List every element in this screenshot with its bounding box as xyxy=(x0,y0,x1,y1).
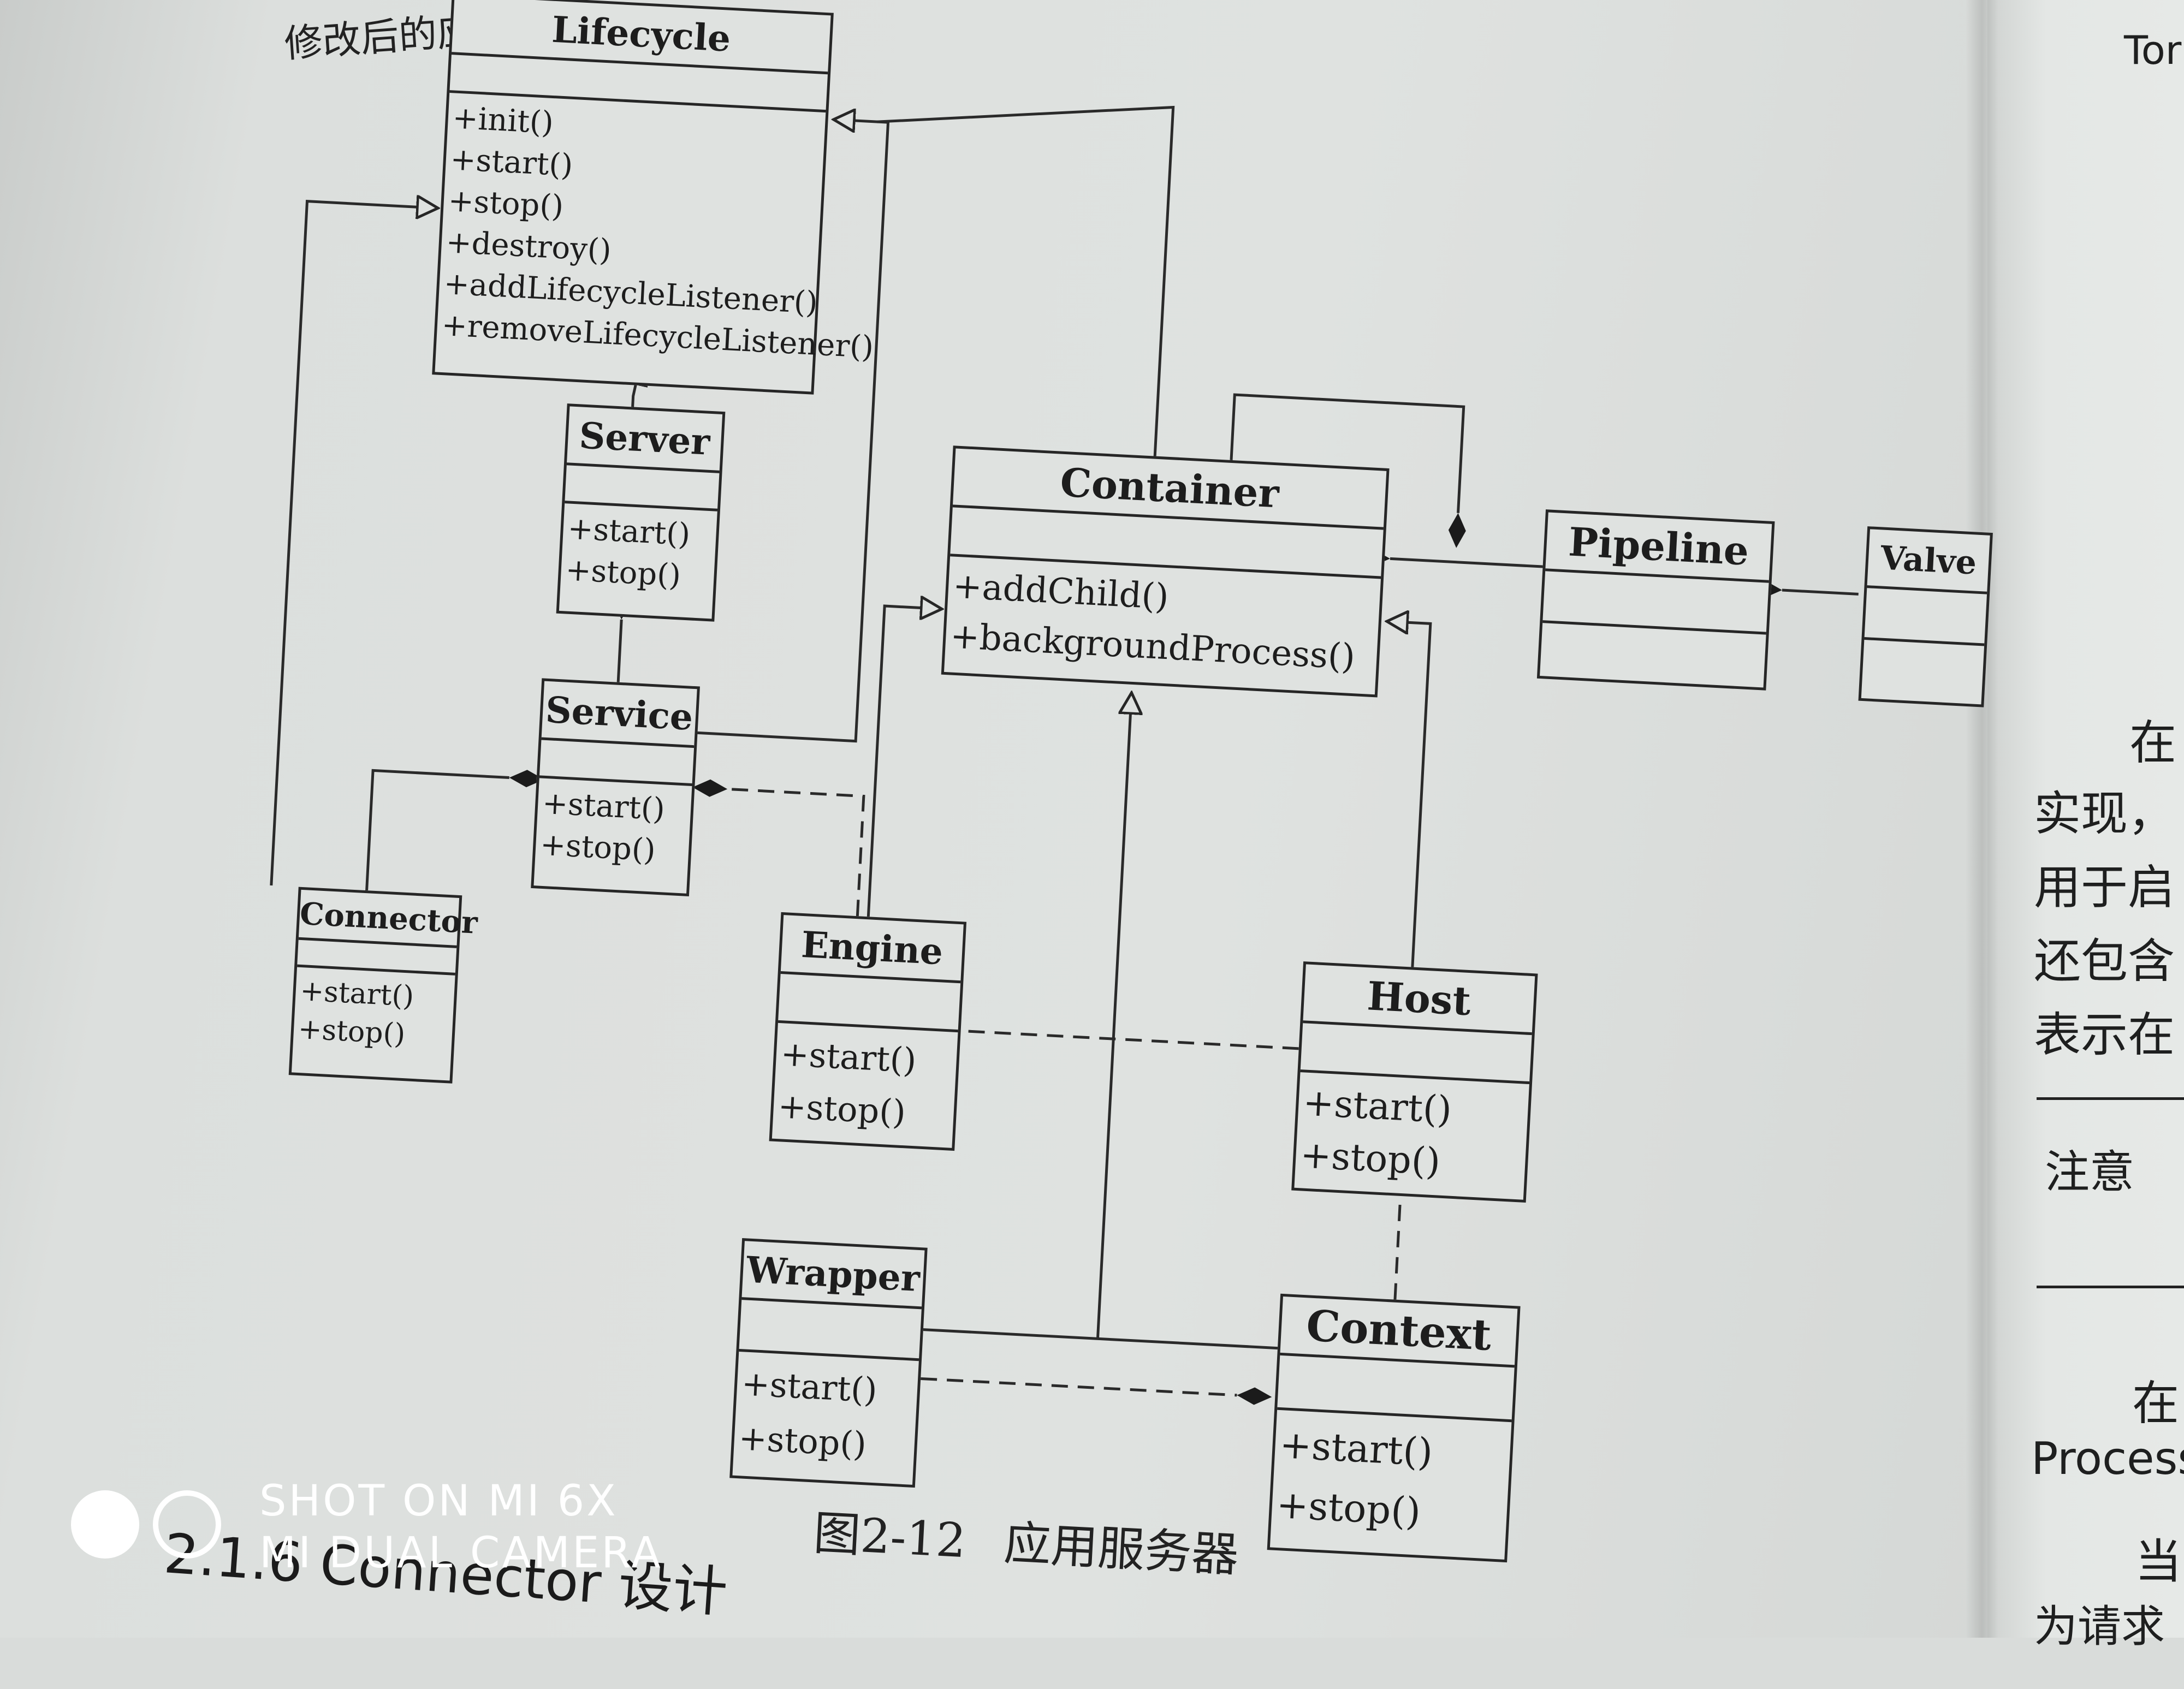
wrapper-context-solid xyxy=(923,1328,1278,1350)
class-operations: +addChild() +backgroundProcess() xyxy=(945,556,1381,683)
right-page-line: 当 xyxy=(2135,1535,2182,1589)
host-class: Host +start() +stop() xyxy=(1291,961,1538,1203)
right-page-line: 用于启 xyxy=(2034,860,2175,915)
class-operations: +start() +stop() xyxy=(733,1352,918,1474)
figure-number: 图2-12 xyxy=(812,1506,968,1569)
wrapper-to-container-line xyxy=(1096,693,1131,1339)
service-class: Service +start() +stop() xyxy=(531,678,700,897)
right-page-line: 在 xyxy=(2132,1376,2179,1431)
class-attributes xyxy=(739,1300,922,1361)
left-book-page xyxy=(0,0,1987,1638)
engine-class: Engine +start() +stop() xyxy=(769,912,967,1151)
book-gutter xyxy=(1966,0,1998,1638)
service-to-lifecycle-line xyxy=(695,114,890,743)
connector-service-composition xyxy=(365,769,544,891)
valve-class: Valve xyxy=(1858,526,1993,707)
class-name: Pipeline xyxy=(1545,512,1772,583)
lifecycle-class: Lifecycle +init() +start() +stop() +dest… xyxy=(432,0,875,395)
class-name: Wrapper xyxy=(741,1241,925,1310)
server-service-composition xyxy=(613,584,631,682)
class-operations: +start() +stop() xyxy=(293,967,455,1056)
class-attributes xyxy=(1542,571,1769,635)
operation: +start() xyxy=(780,1033,918,1081)
engine-host-dashed xyxy=(920,1021,1299,1050)
class-name: Server xyxy=(566,406,723,473)
right-page-line: 注意 xyxy=(2045,1146,2135,1198)
connector-to-lifecycle-line xyxy=(270,201,438,886)
class-name: Service xyxy=(541,681,697,748)
class-attributes xyxy=(1864,588,1987,646)
operation: +stop() xyxy=(777,1086,907,1133)
context-class: Context +start() +stop() xyxy=(1267,1293,1521,1563)
class-name: Connector xyxy=(298,889,478,948)
class-name: Valve xyxy=(1867,529,1990,594)
class-name: Engine xyxy=(780,915,964,984)
wrapper-class: Wrapper +start() +stop() xyxy=(729,1238,928,1488)
uml-class-diagram: Lifecycle +init() +start() +stop() +dest… xyxy=(270,0,1993,1563)
service-engine-dashed xyxy=(692,779,865,917)
class-operations: +start() +stop() xyxy=(1271,1410,1511,1547)
right-page-rule xyxy=(2037,1097,2184,1100)
class-operations: +start() +stop() xyxy=(772,1023,958,1141)
operation: +start() xyxy=(740,1363,879,1411)
operation: +stop() xyxy=(1299,1133,1442,1184)
pipeline-valve-composition xyxy=(1747,580,1859,598)
watermark-dot-icon xyxy=(71,1490,139,1559)
engine-to-container-line xyxy=(867,606,942,917)
watermark-ring-icon xyxy=(153,1490,221,1559)
right-page-line: Process xyxy=(2031,1433,2184,1485)
right-page-line: Tor xyxy=(2124,27,2182,73)
right-page-line: 表示在 xyxy=(2034,1008,2175,1062)
pipeline-class: Pipeline xyxy=(1536,509,1775,691)
watermark-line-2: MI DUAL CAMERA xyxy=(259,1529,663,1578)
operation: +stop() xyxy=(539,826,657,869)
class-operations: +start() +stop() xyxy=(1295,1072,1529,1193)
container-self-composition xyxy=(1230,393,1466,548)
container-pipeline-composition xyxy=(1355,549,1543,568)
server-class: Server +start() +stop() xyxy=(556,403,726,622)
operation: +stop() xyxy=(1275,1482,1422,1535)
right-page-line: 还包含 xyxy=(2034,934,2175,989)
operation: +stop() xyxy=(565,552,682,594)
host-context-dashed xyxy=(1392,1161,1410,1300)
operation: +stop() xyxy=(738,1418,868,1465)
host-to-container-line xyxy=(1369,621,1432,967)
camera-watermark: SHOT ON MI 6X MI DUAL CAMERA xyxy=(71,1477,661,1597)
operation: +start() xyxy=(541,785,666,828)
class-operations: +start() +stop() xyxy=(560,503,717,598)
right-page-rule xyxy=(2037,1286,2184,1288)
connector-lines xyxy=(270,105,1859,1405)
watermark-line-1: SHOT ON MI 6X xyxy=(259,1477,618,1526)
class-attributes xyxy=(778,974,961,1033)
right-page-line: 在 xyxy=(2129,716,2176,770)
right-book-page xyxy=(1987,0,2184,1638)
wrapper-context-dashed xyxy=(921,1377,1272,1405)
container-class: Container +addChild() +backgroundProcess… xyxy=(941,445,1390,698)
connector-class: Connector +start() +stop() xyxy=(288,887,478,1084)
container-to-lifecycle-line xyxy=(877,105,1175,456)
operation: +start() xyxy=(1278,1422,1434,1475)
operation: +stop() xyxy=(297,1012,406,1051)
class-operations: +init() +start() +stop() +destroy() +add… xyxy=(436,93,874,365)
class-operations: +start() +stop() xyxy=(535,778,692,873)
right-page-line: 为请求 xyxy=(2034,1601,2165,1652)
operation: +start() xyxy=(567,510,691,553)
right-page-line: 实现， xyxy=(2034,787,2175,841)
figure-title: 应用服务器 xyxy=(1002,1516,1240,1583)
